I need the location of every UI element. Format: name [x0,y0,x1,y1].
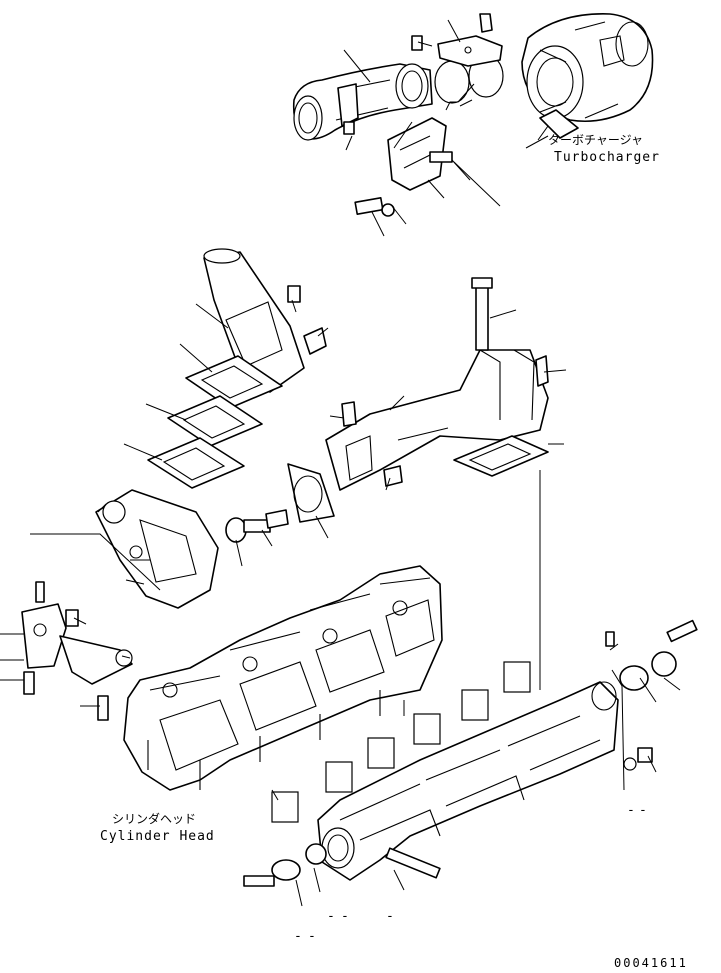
flat-gasket-right [453,435,549,477]
exhaust-manifold-right-upper [325,277,549,491]
cylinder-head-label-en: Cylinder Head [100,829,215,844]
intake-gaskets-row [271,661,531,823]
turbocharger-assembly [521,13,654,139]
leader-lines [0,19,681,907]
placeholder-mark: - [327,909,336,924]
cylinder-head [123,565,443,791]
small-bolts-top [343,35,453,217]
turbocharger-label-jp: ターボチャージャ [548,133,644,147]
lower-manifold [317,681,619,881]
placeholder-mark: - [627,803,636,818]
top-bracket [437,13,503,67]
gasket-stack-left [147,355,283,489]
figure-code: 00041611 [614,956,688,970]
placeholder-mark: - [294,929,303,944]
left-bracket-group [21,581,133,721]
plug-and-bolt [225,509,289,543]
placeholder-mark: - [639,803,648,818]
placeholder-mark: - [386,909,395,924]
exhaust-elbow-left [203,248,327,393]
placeholder-mark: - [308,929,317,944]
manifold-front-block [95,489,219,609]
cylinder-head-label-jp: シリンダヘッド [112,812,197,826]
air-outlet-elbow [292,63,433,141]
placeholder-mark: - [341,909,350,924]
round-flange-gasket [287,463,335,523]
turbocharger-label-en: Turbocharger [554,150,660,165]
gaskets-pair [434,54,504,104]
lower-bolts-gaskets [243,619,698,887]
